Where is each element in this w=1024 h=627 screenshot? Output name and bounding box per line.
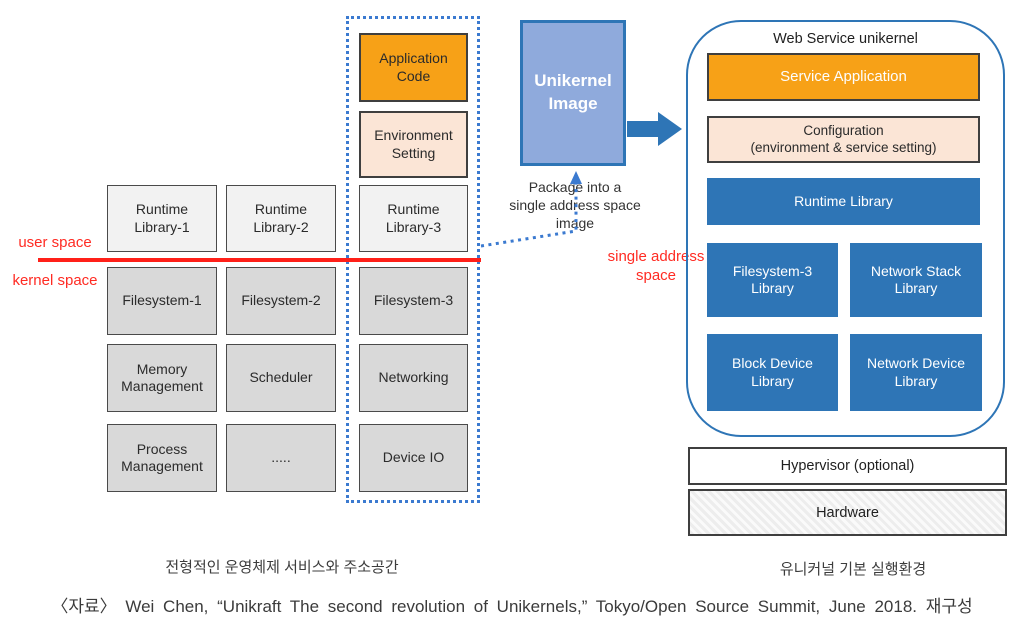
box-runtime-library: Runtime Library (707, 178, 980, 225)
source-citation: 〈자료〉 Wei Chen, “Unikraft The second revo… (51, 597, 973, 616)
configuration-line1: Configuration (803, 122, 884, 138)
box-environment-setting: Environment Setting (359, 111, 468, 178)
web-service-unikernel-title: Web Service unikernel (773, 31, 918, 47)
single-address-space-line1: single address (607, 248, 705, 265)
box-filesystem-2: Filesystem-2 (226, 267, 336, 335)
package-annotation-line3: image (555, 215, 595, 232)
kernel-space-label: kernel space (12, 272, 98, 289)
box-network-device-library: Network Device Library (850, 334, 982, 411)
box-service-application: Service Application (707, 53, 980, 101)
box-process-management: Process Management (107, 424, 217, 492)
box-configuration: Configuration (environment & service set… (707, 116, 980, 163)
box-block-device-library: Block Device Library (707, 334, 838, 411)
package-annotation: Package into a single address space imag… (492, 178, 658, 233)
box-memory-management: Memory Management (107, 344, 217, 412)
user-space-label: user space (18, 234, 92, 251)
box-ellipsis: ..... (226, 424, 336, 492)
box-networking: Networking (359, 344, 468, 412)
right-diagram-caption: 유니커널 기본 실행환경 (779, 561, 927, 578)
single-address-space-line2: space (635, 266, 677, 284)
configuration-line2: (environment & service setting) (750, 139, 937, 155)
box-scheduler: Scheduler (226, 344, 336, 412)
box-hardware: Hardware (688, 489, 1007, 536)
single-address-space-label: single address space (598, 248, 714, 286)
package-annotation-line1: Package into a (528, 179, 622, 195)
left-diagram-caption: 전형적인 운영체제 서비스와 주소공간 (165, 559, 399, 576)
box-filesystem-1: Filesystem-1 (107, 267, 217, 335)
box-runtime-library-1: Runtime Library-1 (107, 185, 217, 252)
package-annotation-line2: single address space (509, 197, 641, 214)
unikernel-image-box: Unikernel Image (520, 20, 626, 166)
box-runtime-library-3: Runtime Library-3 (359, 185, 468, 252)
box-network-stack-library: Network Stack Library (850, 243, 982, 317)
box-application-code: Application Code (359, 33, 468, 102)
box-runtime-library-2: Runtime Library-2 (226, 185, 336, 252)
box-hypervisor: Hypervisor (optional) (688, 447, 1007, 485)
web-service-unikernel-container (686, 20, 1005, 437)
box-device-io: Device IO (359, 424, 468, 492)
box-filesystem-3: Filesystem-3 (359, 267, 468, 335)
deploy-arrow-icon (627, 112, 682, 146)
box-filesystem3-library: Filesystem-3 Library (707, 243, 838, 317)
